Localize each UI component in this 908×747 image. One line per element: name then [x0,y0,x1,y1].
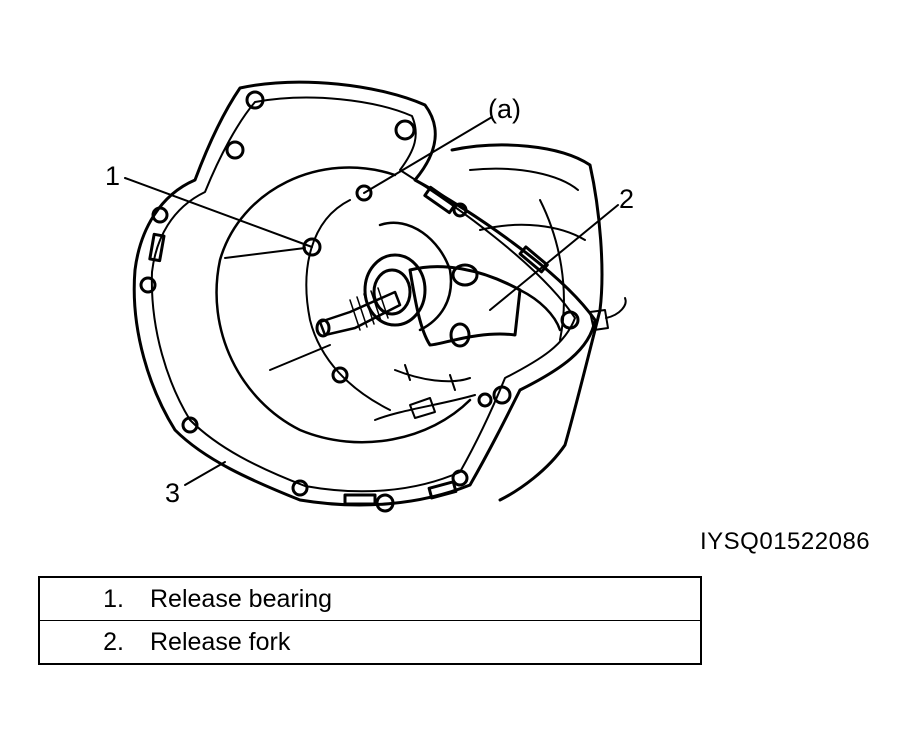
release-bearing [363,253,427,327]
leader-line-3 [184,461,226,486]
shaft-tip [315,318,331,338]
flange-bolt-hole [492,385,512,405]
release-bearing-inner [372,268,412,316]
leader-line-a [363,116,493,194]
lower-bracket [374,394,476,421]
flange-slot [423,185,457,215]
release-fork [408,265,522,347]
housing-bolt [477,392,493,408]
flange-bolt-hole [245,90,265,110]
callout-1: 1 [105,161,121,191]
connector-wire [605,297,627,319]
legend-table: 1. Release bearing 2. Release fork [38,576,702,665]
figure-code: IYSQ01522086 [700,528,871,555]
housing-bolt [331,366,349,384]
flange-bolt-hole [225,140,245,160]
flange-bolt-hole [291,479,309,497]
rear-housing-outline [450,143,604,502]
flange-slot [518,245,549,274]
flange-slot [343,493,377,506]
lower-bolt [409,397,436,419]
leader-line-1 [124,177,313,248]
release-bearing-collar [378,221,453,332]
callout-a: (a) [488,94,521,124]
callout-3: 3 [165,478,181,508]
flange-bolt-hole [375,493,395,513]
release-fork-boss [451,263,479,287]
flange-bolt-hole [151,206,169,224]
housing-inner-step [305,199,391,411]
housing-inner-bowl [215,166,472,444]
legend-number: 2. [39,620,124,664]
housing-cast-line [269,344,331,371]
callout-2: 2 [619,184,635,214]
flange-bolt-hole [181,416,199,434]
legend-number: 1. [103,584,124,613]
housing-bolt [302,237,322,257]
clip-wire [394,364,471,391]
flange-bolt-hole [560,310,580,330]
legend-row: 2. Release fork [39,620,701,664]
housing-cast-line [224,247,306,259]
leader-line-2 [489,204,619,311]
flange-slot [427,480,458,500]
legend-text: Release fork [124,620,701,664]
flange-bolt-hole [452,202,468,218]
flange-bolt-hole [451,469,469,487]
release-fork-arm [518,288,562,332]
bell-housing-flange-outer [132,80,597,507]
flange-bolt-hole [394,119,416,141]
flange-bolt-hole [139,276,157,294]
transmission-housing-diagram [124,80,627,513]
release-fork-hole [449,322,471,348]
connector [589,309,609,331]
legend-text: Release bearing [150,584,333,613]
legend-row: 1. Release bearing [39,577,701,621]
housing-bolt [355,184,373,202]
flange-slot [148,232,166,263]
